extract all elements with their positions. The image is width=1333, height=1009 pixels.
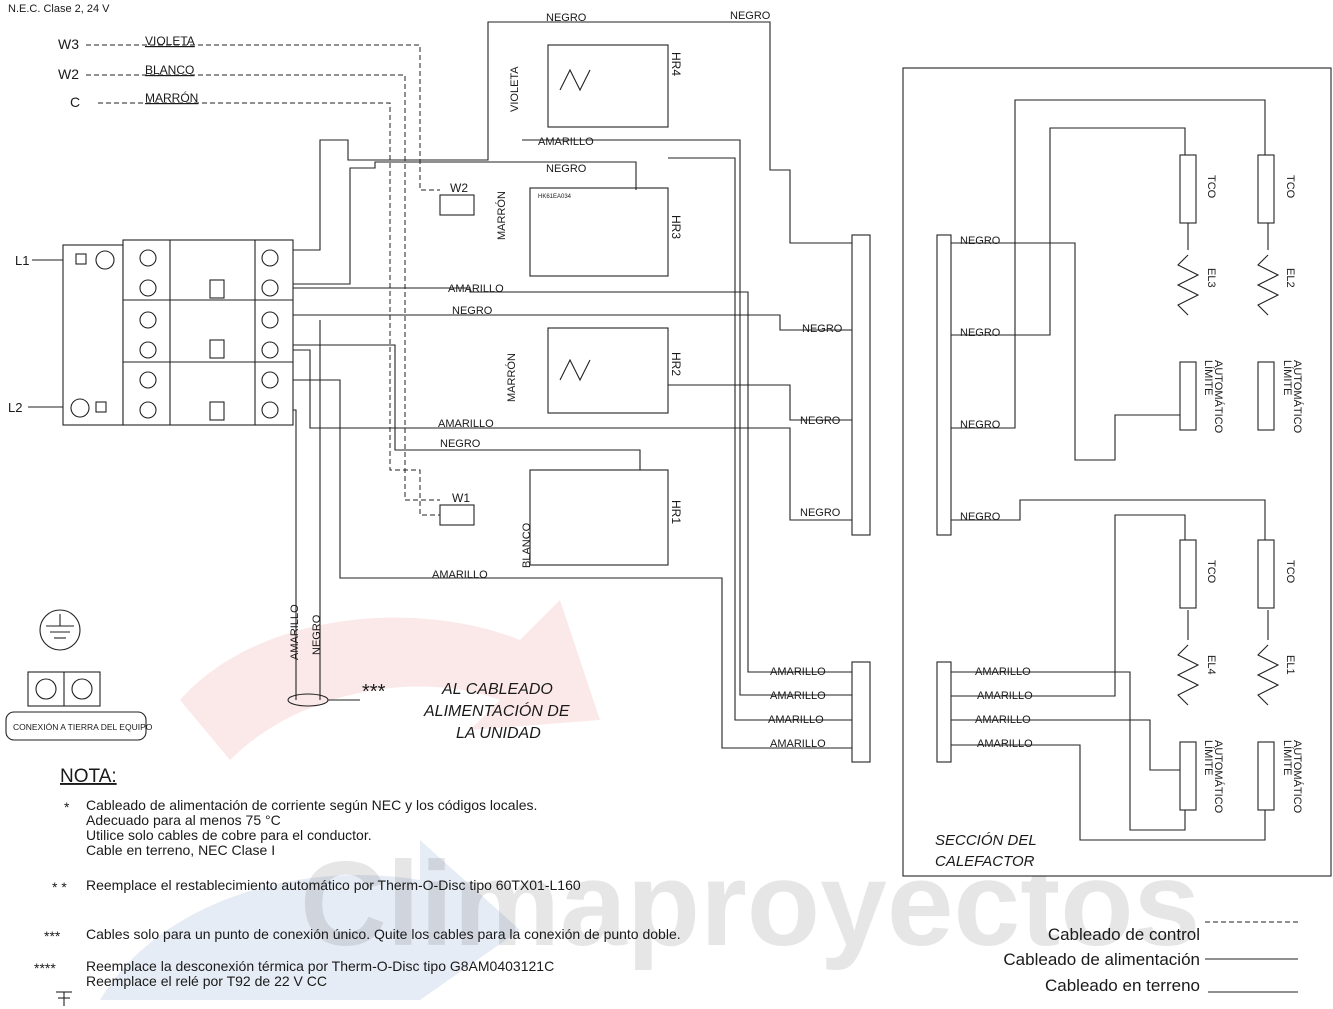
wire-label: AMARILLO (768, 714, 824, 726)
supply-label: LA UNIDAD (456, 725, 541, 742)
limit-label: LÍMITE (1281, 360, 1294, 395)
note-line: Reemplace el restablecimiento automático… (86, 877, 581, 893)
terminal-l1: L1 (15, 253, 29, 268)
wire-label: AMARILLO (977, 738, 1033, 750)
relay-hr1: HR1 (529, 469, 683, 566)
coil-w2-label: W2 (450, 181, 468, 195)
wire-violeta-label: VIOLETA (145, 34, 195, 48)
heater-components (1176, 154, 1280, 811)
board-code: HK61EA034 (538, 194, 572, 200)
svg-text:HR2: HR2 (669, 352, 683, 376)
heater-section-title: CALEFACTOR (935, 853, 1035, 870)
note-line: Adecuado para al menos 75 °C (86, 812, 281, 828)
limit-label: AUTOMÁTICO (1212, 360, 1225, 434)
tco-label: TCO (1284, 175, 1296, 199)
wire-label: AMARILLO (770, 666, 826, 678)
wire-label: AMARILLO (448, 283, 504, 295)
tco-label: TCO (1205, 560, 1217, 584)
note-marker: * * (52, 879, 67, 895)
wire-label: NEGRO (311, 614, 323, 655)
wire-label: NEGRO (802, 323, 843, 335)
note-line: Reemplace el relé por T92 de 22 V CC (86, 973, 327, 989)
wire-label: NEGRO (730, 10, 771, 22)
coil-connector-w1 (439, 504, 475, 526)
element-el4: EL4 (1205, 655, 1217, 675)
note-line: Utilice solo cables de cobre para el con… (86, 827, 372, 843)
coil-connector-w2 (439, 194, 475, 216)
supply-label: ALIMENTACIÓN DE (423, 701, 570, 720)
supply-label: AL CABLEADO (441, 681, 553, 698)
connector-bar-left (851, 234, 871, 536)
tco-label: TCO (1205, 175, 1217, 199)
terminal-l2: L2 (8, 400, 22, 415)
relay-hr4: HR4 (547, 44, 683, 128)
watermark-logo (100, 600, 600, 1000)
svg-text:HR4: HR4 (669, 52, 683, 76)
wire-label: NEGRO (440, 438, 481, 450)
wire-label: MARRÓN (495, 191, 508, 240)
wire-label: NEGRO (800, 507, 841, 519)
limit-label: LÍMITE (1281, 740, 1294, 775)
legend-field: Cableado en terreno (1045, 976, 1200, 995)
element-el3: EL3 (1205, 268, 1217, 288)
coil-w1-label: W1 (452, 491, 470, 505)
wire-label: AMARILLO (538, 136, 594, 148)
wire-label: NEGRO (452, 305, 493, 317)
wire-label: VIOLETA (509, 66, 521, 112)
note-marker: * (64, 799, 70, 815)
wire-label: NEGRO (960, 327, 1001, 339)
svg-text:HR3: HR3 (669, 215, 683, 239)
connector-bar-left-bottom (851, 661, 871, 763)
note-line: Cable en terreno, NEC Clase I (86, 842, 275, 858)
note-line: Reemplace la desconexión térmica por The… (86, 958, 554, 974)
wire-marron-label: MARRÓN (145, 90, 198, 105)
wire-label: NEGRO (546, 163, 587, 175)
wire-label: AMARILLO (432, 569, 488, 581)
limit-label: LÍMITE (1202, 360, 1215, 395)
legend-power: Cableado de alimentación (1003, 950, 1200, 969)
wire-label: AMARILLO (770, 690, 826, 702)
relay-symbol-icon (56, 991, 72, 1006)
element-el2: EL2 (1284, 268, 1296, 288)
wire-label: BLANCO (521, 522, 533, 568)
ground-label: CONEXIÓN A TIERRA DEL EQUIPO (13, 722, 153, 732)
tco-label: TCO (1284, 560, 1296, 584)
note-marker: *** (44, 928, 61, 944)
terminal-w3: W3 (58, 36, 79, 52)
notes-title: NOTA: (60, 766, 117, 787)
terminal-w2: W2 (58, 66, 79, 82)
relay-hr3: HK61EA034 HR3 (529, 187, 683, 277)
heater-section-title: SECCIÓN DEL (935, 832, 1037, 849)
svg-text:HR1: HR1 (669, 500, 683, 524)
header-note: N.E.C. Clase 2, 24 V (8, 3, 110, 15)
wire-label: NEGRO (960, 511, 1001, 523)
wire-label: NEGRO (546, 12, 587, 24)
supply-marker: *** (362, 681, 386, 703)
wire-label: AMARILLO (770, 738, 826, 750)
note-line: Cableado de alimentación de corriente se… (86, 797, 537, 813)
note-marker: **** (34, 960, 56, 976)
wire-label: AMARILLO (438, 418, 494, 430)
wire-blanco-label: BLANCO (145, 63, 194, 77)
wire-label: NEGRO (800, 415, 841, 427)
limit-label: LÍMITE (1202, 740, 1215, 775)
note-line: Cables solo para un punto de conexión ún… (86, 926, 681, 942)
wire-label: NEGRO (960, 235, 1001, 247)
limit-label: AUTOMÁTICO (1212, 740, 1225, 814)
limit-label: AUTOMÁTICO (1291, 740, 1304, 814)
wire-label: NEGRO (960, 419, 1001, 431)
legend-control: Cableado de control (1048, 925, 1200, 944)
relay-hr2: HR2 (547, 327, 683, 414)
terminal-c: C (70, 94, 80, 110)
ground-icon (5, 609, 147, 741)
element-el1: EL1 (1284, 655, 1296, 675)
wire-label: AMARILLO (289, 604, 301, 660)
wire-label: MARRÓN (505, 353, 518, 402)
terminal-block (62, 239, 294, 426)
limit-label: AUTOMÁTICO (1291, 360, 1304, 434)
